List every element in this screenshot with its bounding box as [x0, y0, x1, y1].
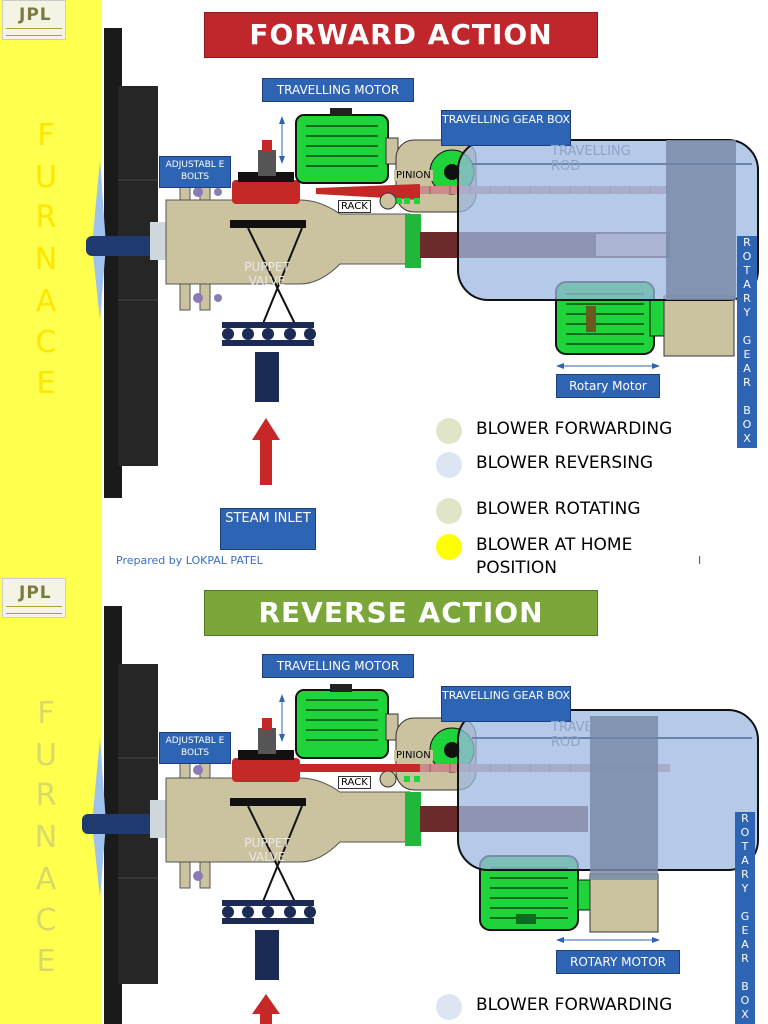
travelling-gear-box-label: TRAVELLING GEAR BOX: [441, 110, 571, 146]
furnace-strip: [0, 578, 102, 1024]
furnace-letter: A: [35, 284, 57, 319]
adjustable-bolts-label: ADJUSTABL E BOLTS: [159, 156, 231, 188]
furnace-letter: U: [35, 160, 57, 195]
pinion-label: PINION: [394, 750, 433, 761]
furnace-letter: E: [36, 366, 56, 401]
legend-item: BLOWER REVERSING: [436, 452, 756, 502]
travelling-motor-label: TRAVELLING MOTOR: [262, 654, 414, 678]
blower-diagram: [86, 28, 759, 498]
furnace-letter: N: [34, 820, 58, 855]
legend-dot: [436, 498, 462, 524]
reverse-action-slide: JPL F U R N A C E REVERSE ACTION: [0, 578, 768, 1024]
legend-item: BLOWER AT HOME POSITION: [436, 534, 756, 578]
furnace-letter: N: [34, 242, 58, 277]
furnace-letter: A: [35, 862, 57, 897]
company-logo: JPL: [2, 578, 66, 618]
rotary-motor-label: Rotary Motor: [556, 374, 660, 398]
blower-diagram: [82, 606, 759, 1024]
travelling-gear-box-label: TRAVELLING GEAR BOX: [441, 686, 571, 722]
travelling-rod-label: TRAVELLING ROD: [551, 720, 589, 750]
rotary-motor-label: ROTARY MOTOR: [556, 950, 680, 974]
furnace-letter: E: [36, 944, 56, 979]
adjustable-bolts-label: ADJUSTABL E BOLTS: [159, 732, 231, 764]
furnace-letter: R: [35, 778, 57, 813]
furnace-letter: C: [35, 325, 57, 360]
furnace-letter: U: [35, 738, 57, 773]
page-mark: I: [698, 554, 702, 567]
legend-item: BLOWER FORWARDING: [436, 418, 756, 468]
furnace-letter: F: [37, 118, 55, 153]
prepared-by-note: Prepared by LOKPAL PATEL: [116, 554, 263, 567]
legend-dot: [436, 418, 462, 444]
travelling-rod-label: TRAVELLING ROD: [551, 144, 631, 174]
travelling-motor-label: TRAVELLING MOTOR: [262, 78, 414, 102]
legend-dot: [436, 534, 462, 560]
puppet-valve-label: PUPPET VALVE: [244, 836, 290, 864]
furnace-strip: [0, 0, 102, 578]
page-title: FORWARD ACTION: [204, 12, 598, 58]
legend-dot: [436, 452, 462, 478]
page-title: REVERSE ACTION: [204, 590, 598, 636]
pinion-label: PINION: [394, 170, 433, 181]
legend-dot: [436, 994, 462, 1020]
rack-label: RACK: [338, 776, 371, 789]
puppet-valve-label: PUPPET VALVE: [244, 260, 290, 288]
furnace-letter: F: [37, 696, 55, 731]
furnace-letter: R: [35, 200, 57, 235]
company-logo: JPL: [2, 0, 66, 40]
steam-inlet-label: STEAM INLET: [220, 508, 316, 550]
furnace-letter: C: [35, 903, 57, 938]
rack-label: RACK: [338, 200, 371, 213]
legend-item: BLOWER ROTATING: [436, 498, 756, 548]
legend-item: BLOWER FORWARDING: [436, 994, 756, 1024]
forward-action-slide: JPL F U R N A C E FORWARD ACTION: [0, 0, 759, 578]
